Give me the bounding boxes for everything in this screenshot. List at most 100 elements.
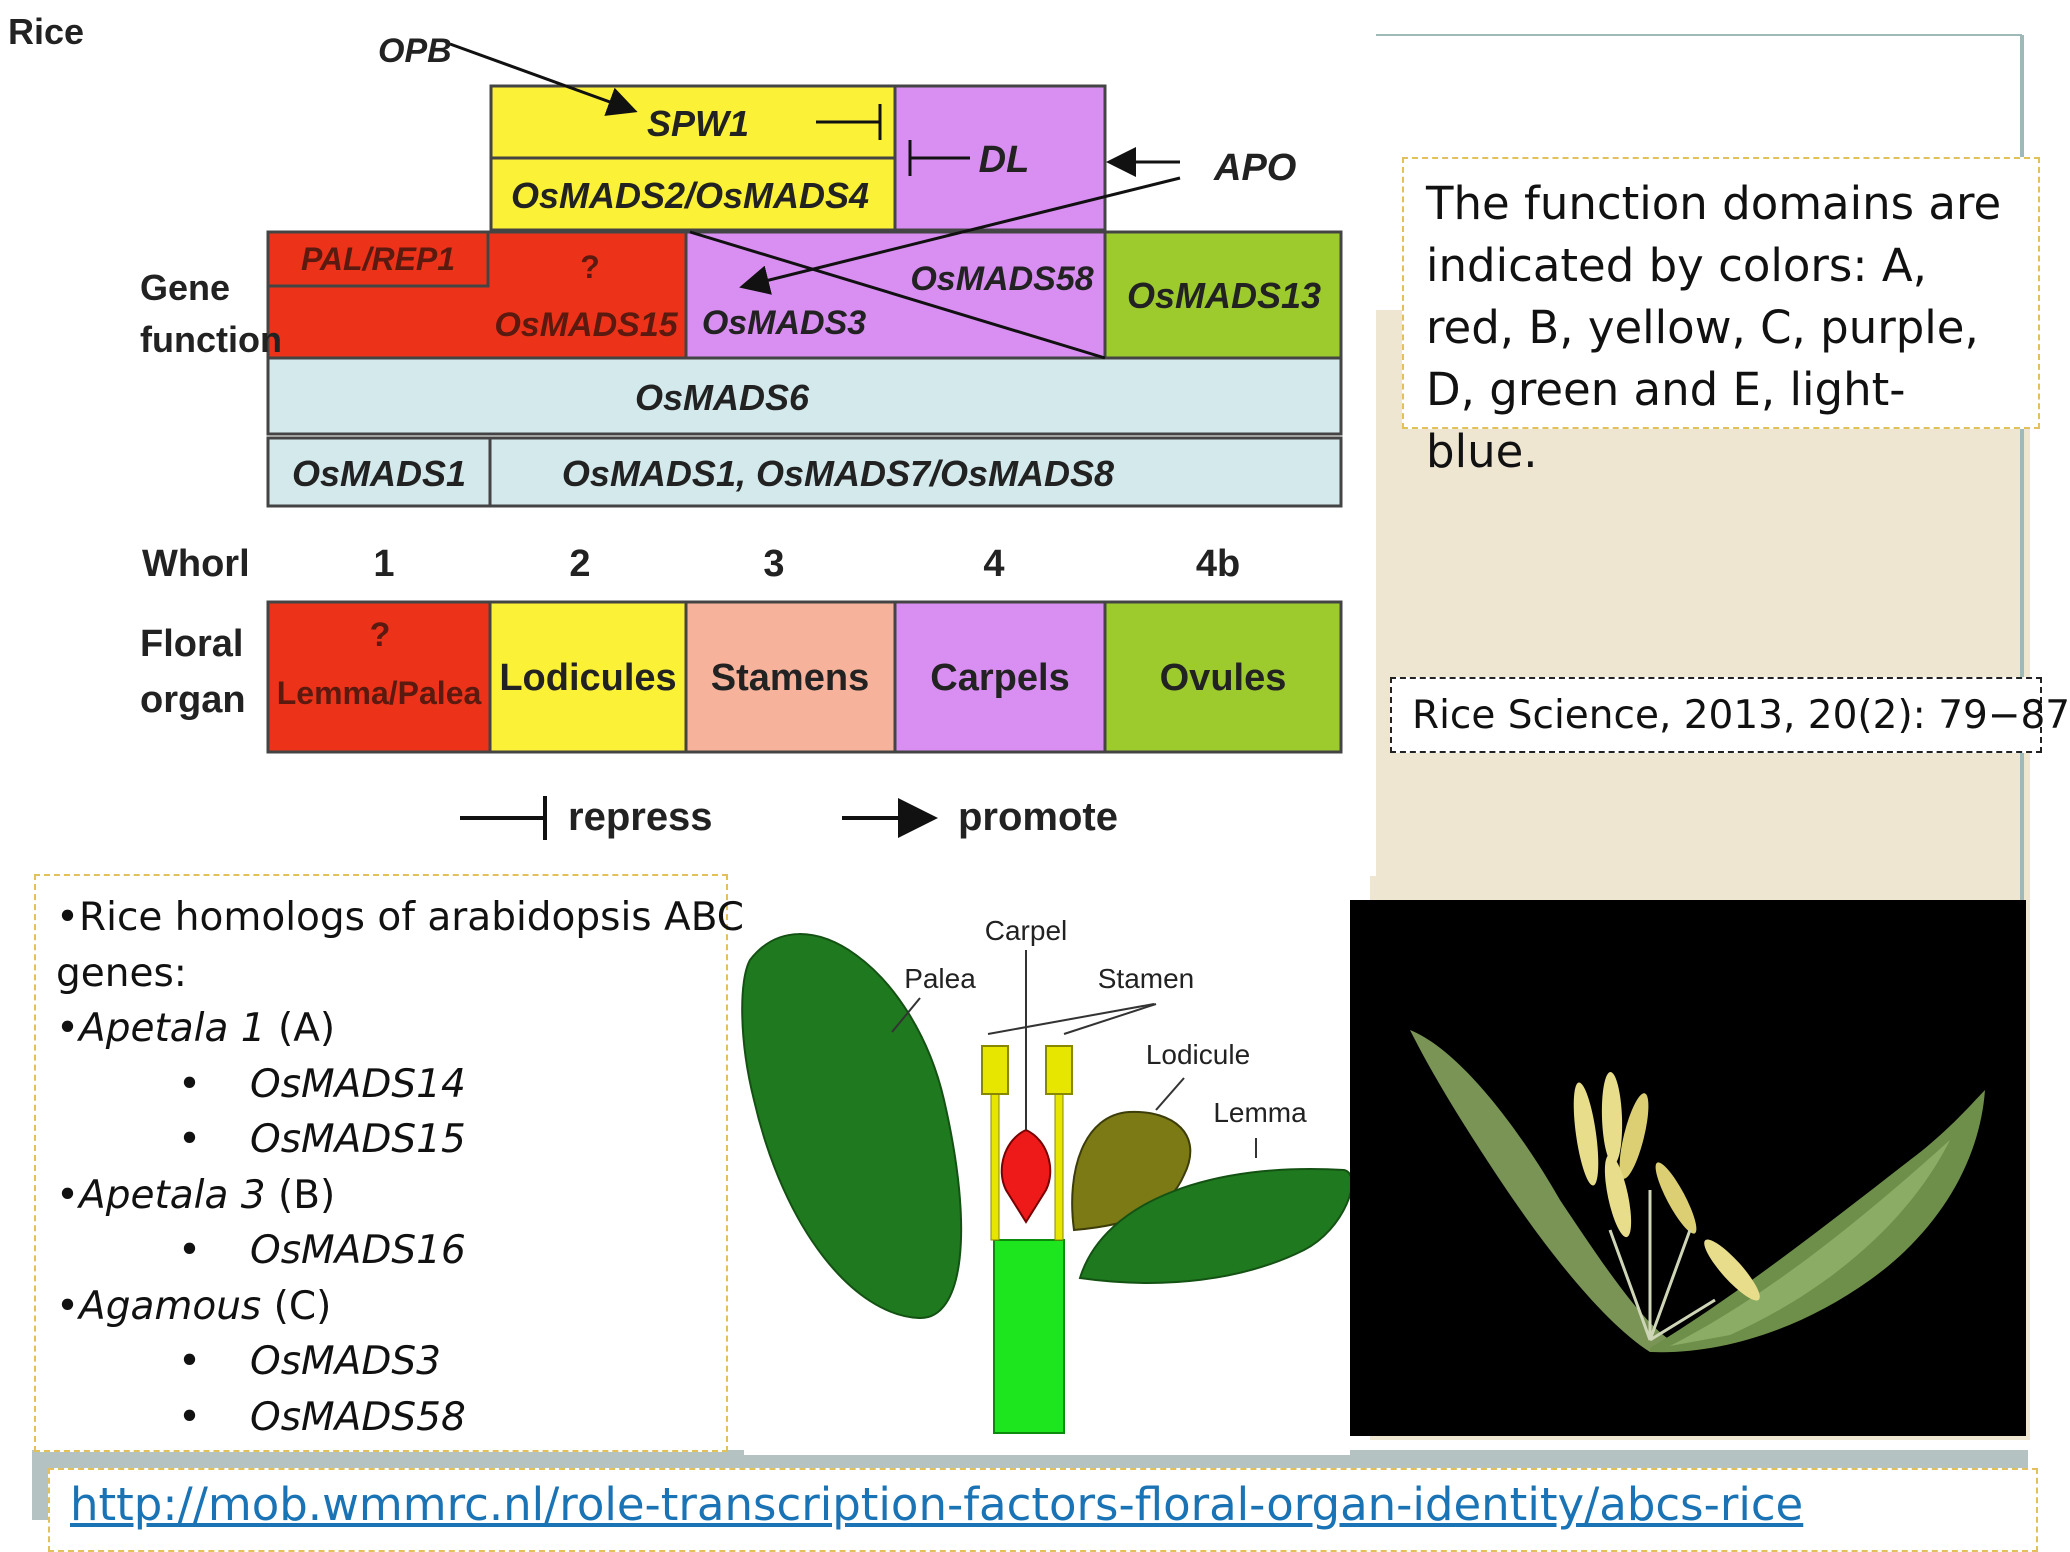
spw1-label: SPW1 xyxy=(647,103,749,144)
lodicule-label: Lodicule xyxy=(1146,1039,1250,1070)
photo-anther xyxy=(1601,1072,1623,1164)
palea-pointer xyxy=(891,997,921,1033)
source-link[interactable]: http://mob.wmmrc.nl/role-transcription-f… xyxy=(70,1478,1804,1531)
bullet: • xyxy=(178,1117,202,1162)
group-class: (C) xyxy=(261,1283,332,1329)
group-name: Apetala 1 xyxy=(79,1006,266,1051)
palea-label: Palea xyxy=(904,963,976,994)
whorl-number: 4 xyxy=(983,543,1004,585)
whorl-number: 4b xyxy=(1196,543,1240,585)
repress-legend-label: repress xyxy=(568,795,713,839)
bullet: • xyxy=(178,1228,202,1273)
organ-box-stamens xyxy=(684,600,897,754)
pal-rep1-box xyxy=(266,230,490,288)
group-class: (A) xyxy=(265,1006,336,1051)
organ-label-ovules: Ovules xyxy=(1160,657,1287,699)
homolog-gene-item: • OsMADS14 xyxy=(56,1057,706,1113)
osmads15-label: OsMADS15 xyxy=(494,306,678,344)
photo-lemma-shape xyxy=(1650,1090,1985,1353)
homologs-intro: •Rice homologs of arabidopsis ABC xyxy=(56,895,745,940)
homolog-gene-item: • OsMADS58 xyxy=(56,1390,706,1446)
bullet: • xyxy=(178,1394,202,1440)
palea-shape xyxy=(741,933,963,1320)
dl-to-osmads58-line xyxy=(689,230,1106,360)
osmads1-7-8-label: OsMADS1, OsMADS7/OsMADS8 xyxy=(562,453,1114,494)
photo-anther xyxy=(1604,1154,1632,1238)
photo-anther xyxy=(1704,1239,1760,1301)
osmads1-7-8-box xyxy=(488,436,1343,508)
stamen-filament xyxy=(1054,1069,1064,1241)
osmads6-label: OsMADS6 xyxy=(635,377,810,418)
photo-palea-shape xyxy=(1410,1030,1670,1352)
function-domain-text: The function domains are indicated by co… xyxy=(1426,177,2002,478)
osmads2-4-label: OsMADS2/OsMADS4 xyxy=(511,175,869,216)
carpel-label: Carpel xyxy=(985,915,1067,946)
whorl-label: Whorl xyxy=(142,543,250,585)
organ-label-stamens: Stamens xyxy=(711,657,869,699)
stamen-pointer xyxy=(1063,1003,1157,1035)
lemma-label: Lemma xyxy=(1213,1097,1307,1128)
gene-name: OsMADS16 xyxy=(250,1228,466,1273)
bullet: • xyxy=(56,1283,80,1329)
source-link-box: http://mob.wmmrc.nl/role-transcription-f… xyxy=(48,1468,2038,1552)
homolog-group-apetala3: •Apetala 3 (B) xyxy=(56,1168,706,1224)
bullet: • xyxy=(178,1339,202,1384)
opb-promote-arrow xyxy=(449,42,638,116)
abcde-model-diagram: Rice OPB APO SPW1 DL OsMADS2/OsMADS4 PAL… xyxy=(0,0,1376,876)
bullet: • xyxy=(178,1061,202,1107)
gene-function-label-1: Gene xyxy=(140,267,230,308)
homologs-intro-cont: genes: xyxy=(56,950,187,996)
species-label: Rice xyxy=(8,11,84,52)
gene-name: OsMADS14 xyxy=(250,1061,466,1107)
organ-box-ovules xyxy=(1103,600,1343,754)
stamen-pointer xyxy=(987,1003,1155,1035)
organ-label-carpels: Carpels xyxy=(930,657,1069,699)
bullet: • xyxy=(56,1172,80,1218)
rice-flower-photo xyxy=(1350,900,2026,1436)
lemma-palea-question: ? xyxy=(370,616,391,654)
osmads1-box xyxy=(266,436,492,508)
organ-label-lemma-palea: Lemma/Palea xyxy=(277,675,482,711)
floral-organ-label-2: organ xyxy=(140,679,246,721)
organ-box-lodicules xyxy=(488,600,688,754)
homolog-gene-item: •OsMADS3 xyxy=(56,1334,706,1390)
dl-label: DL xyxy=(979,139,1030,181)
osmads3-label: OsMADS3 xyxy=(702,304,866,342)
pedicel-shape xyxy=(993,1239,1065,1434)
group-class: (B) xyxy=(265,1172,336,1218)
organ-label-lodicules: Lodicules xyxy=(499,657,676,699)
stamen-label: Stamen xyxy=(1098,963,1195,994)
organ-box-lemma-palea xyxy=(266,600,492,754)
homologs-list-box: •Rice homologs of arabidopsis ABC genes:… xyxy=(34,874,745,1452)
bullet: • xyxy=(56,1006,80,1051)
pal-rep1-label: PAL/REP1 xyxy=(301,241,455,277)
slide-top-border xyxy=(1372,34,2022,36)
photo-anther xyxy=(1619,1093,1649,1179)
homolog-gene-item: • OsMADS15 xyxy=(56,1112,706,1168)
osmads2-4-box xyxy=(489,156,897,232)
citation-box: Rice Science, 2013, 20(2): 79−87 xyxy=(1390,677,2070,753)
whorl-number: 1 xyxy=(373,543,394,585)
stamen-anther xyxy=(1045,1045,1073,1095)
promote-legend-label: promote xyxy=(958,795,1118,839)
photo-filaments xyxy=(1608,1190,1716,1342)
whorl-number: 3 xyxy=(763,543,784,585)
gene-name: OsMADS58 xyxy=(250,1394,466,1440)
carpel-shape xyxy=(1000,1128,1052,1224)
osmads6-box xyxy=(266,356,1343,436)
gene-name: OsMADS15 xyxy=(250,1117,466,1162)
photo-anther xyxy=(1573,1082,1599,1186)
organ-box-carpels xyxy=(893,600,1107,754)
stamen-anther xyxy=(981,1045,1009,1095)
apo-to-osmads3-arrow xyxy=(739,176,1181,295)
floral-organ-label-1: Floral xyxy=(140,623,243,665)
osmads1-label: OsMADS1 xyxy=(292,453,466,494)
group-name: Apetala 3 xyxy=(79,1172,266,1218)
gene-function-label-2: function xyxy=(140,319,282,360)
rice-flower-schematic: Carpel Palea Stamen Lodicule Lemma xyxy=(741,900,1353,1455)
citation-text: Rice Science, 2013, 20(2): 79−87 xyxy=(1412,693,2070,738)
apo-label: APO xyxy=(1213,147,1296,189)
function-domain-note: The function domains are indicated by co… xyxy=(1402,157,2040,478)
homolog-group-apetala1: •Apetala 1 (A) xyxy=(56,1001,706,1057)
osmads15-question-label: ? xyxy=(580,249,600,285)
